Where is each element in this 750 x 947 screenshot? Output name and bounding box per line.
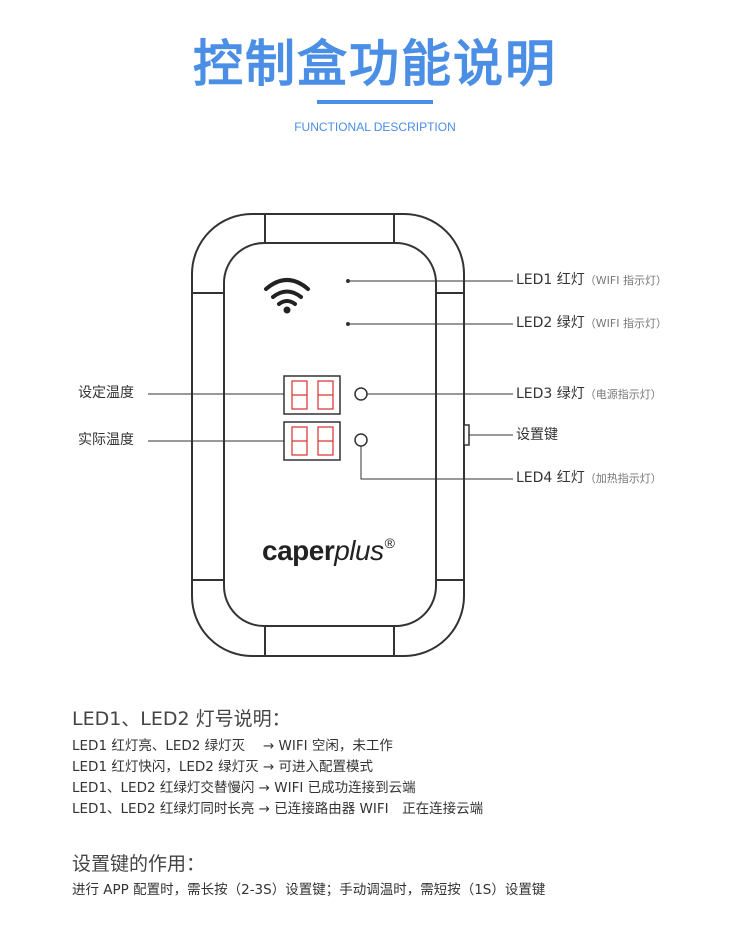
led-line: LED1 红灯快闪，LED2 绿灯灭 → 可进入配置模式 bbox=[72, 759, 374, 775]
label-set-temp: 设定温度 bbox=[78, 385, 134, 401]
led3-circle bbox=[354, 387, 368, 401]
led-line: LED1 红灯亮、LED2 绿灯灭 → WIFI 空闲，未工作 bbox=[72, 738, 393, 754]
led-section-title: LED1、LED2 灯号说明： bbox=[72, 708, 291, 730]
led1-dot bbox=[346, 279, 350, 283]
brand-logo: caperplus® bbox=[262, 535, 395, 566]
label-actual-temp: 实际温度 bbox=[78, 432, 134, 448]
label-led1: LED1 红灯（WIFI 指示灯） bbox=[516, 272, 667, 288]
page-title: 控制盒功能说明 bbox=[193, 35, 557, 93]
led-line: LED1、LED2 红绿灯交替慢闪 → WIFI 已成功连接到云端 bbox=[72, 780, 416, 796]
led-line: LED1、LED2 红绿灯同时长亮 → 已连接路由器 WIFI 正在连接云端 bbox=[72, 801, 484, 817]
page-subtitle: FUNCTIONAL DESCRIPTION bbox=[294, 120, 456, 134]
label-led4: LED4 红灯（加热指示灯） bbox=[516, 470, 662, 486]
set-temp-display bbox=[283, 375, 341, 415]
led2-dot bbox=[346, 322, 350, 326]
set-key bbox=[463, 424, 470, 446]
key-section-text: 进行 APP 配置时，需长按（2-3S）设置键；手动调温时，需短按（1S）设置键 bbox=[72, 882, 546, 898]
wifi-icon bbox=[264, 278, 310, 306]
title-underline bbox=[317, 100, 433, 104]
wifi-icon-dot bbox=[283, 306, 291, 314]
led4-circle bbox=[354, 433, 368, 447]
label-led3: LED3 绿灯（电源指示灯） bbox=[516, 386, 662, 402]
actual-temp-display bbox=[283, 421, 341, 461]
label-led2: LED2 绿灯（WIFI 指示灯） bbox=[516, 315, 667, 331]
device-diagram bbox=[148, 213, 513, 657]
key-section-title: 设置键的作用： bbox=[72, 853, 206, 875]
device-outer-shell bbox=[191, 213, 465, 657]
device-inner-face bbox=[223, 242, 437, 627]
label-set-key: 设置键 bbox=[516, 427, 558, 443]
leader-led4 bbox=[360, 446, 513, 480]
